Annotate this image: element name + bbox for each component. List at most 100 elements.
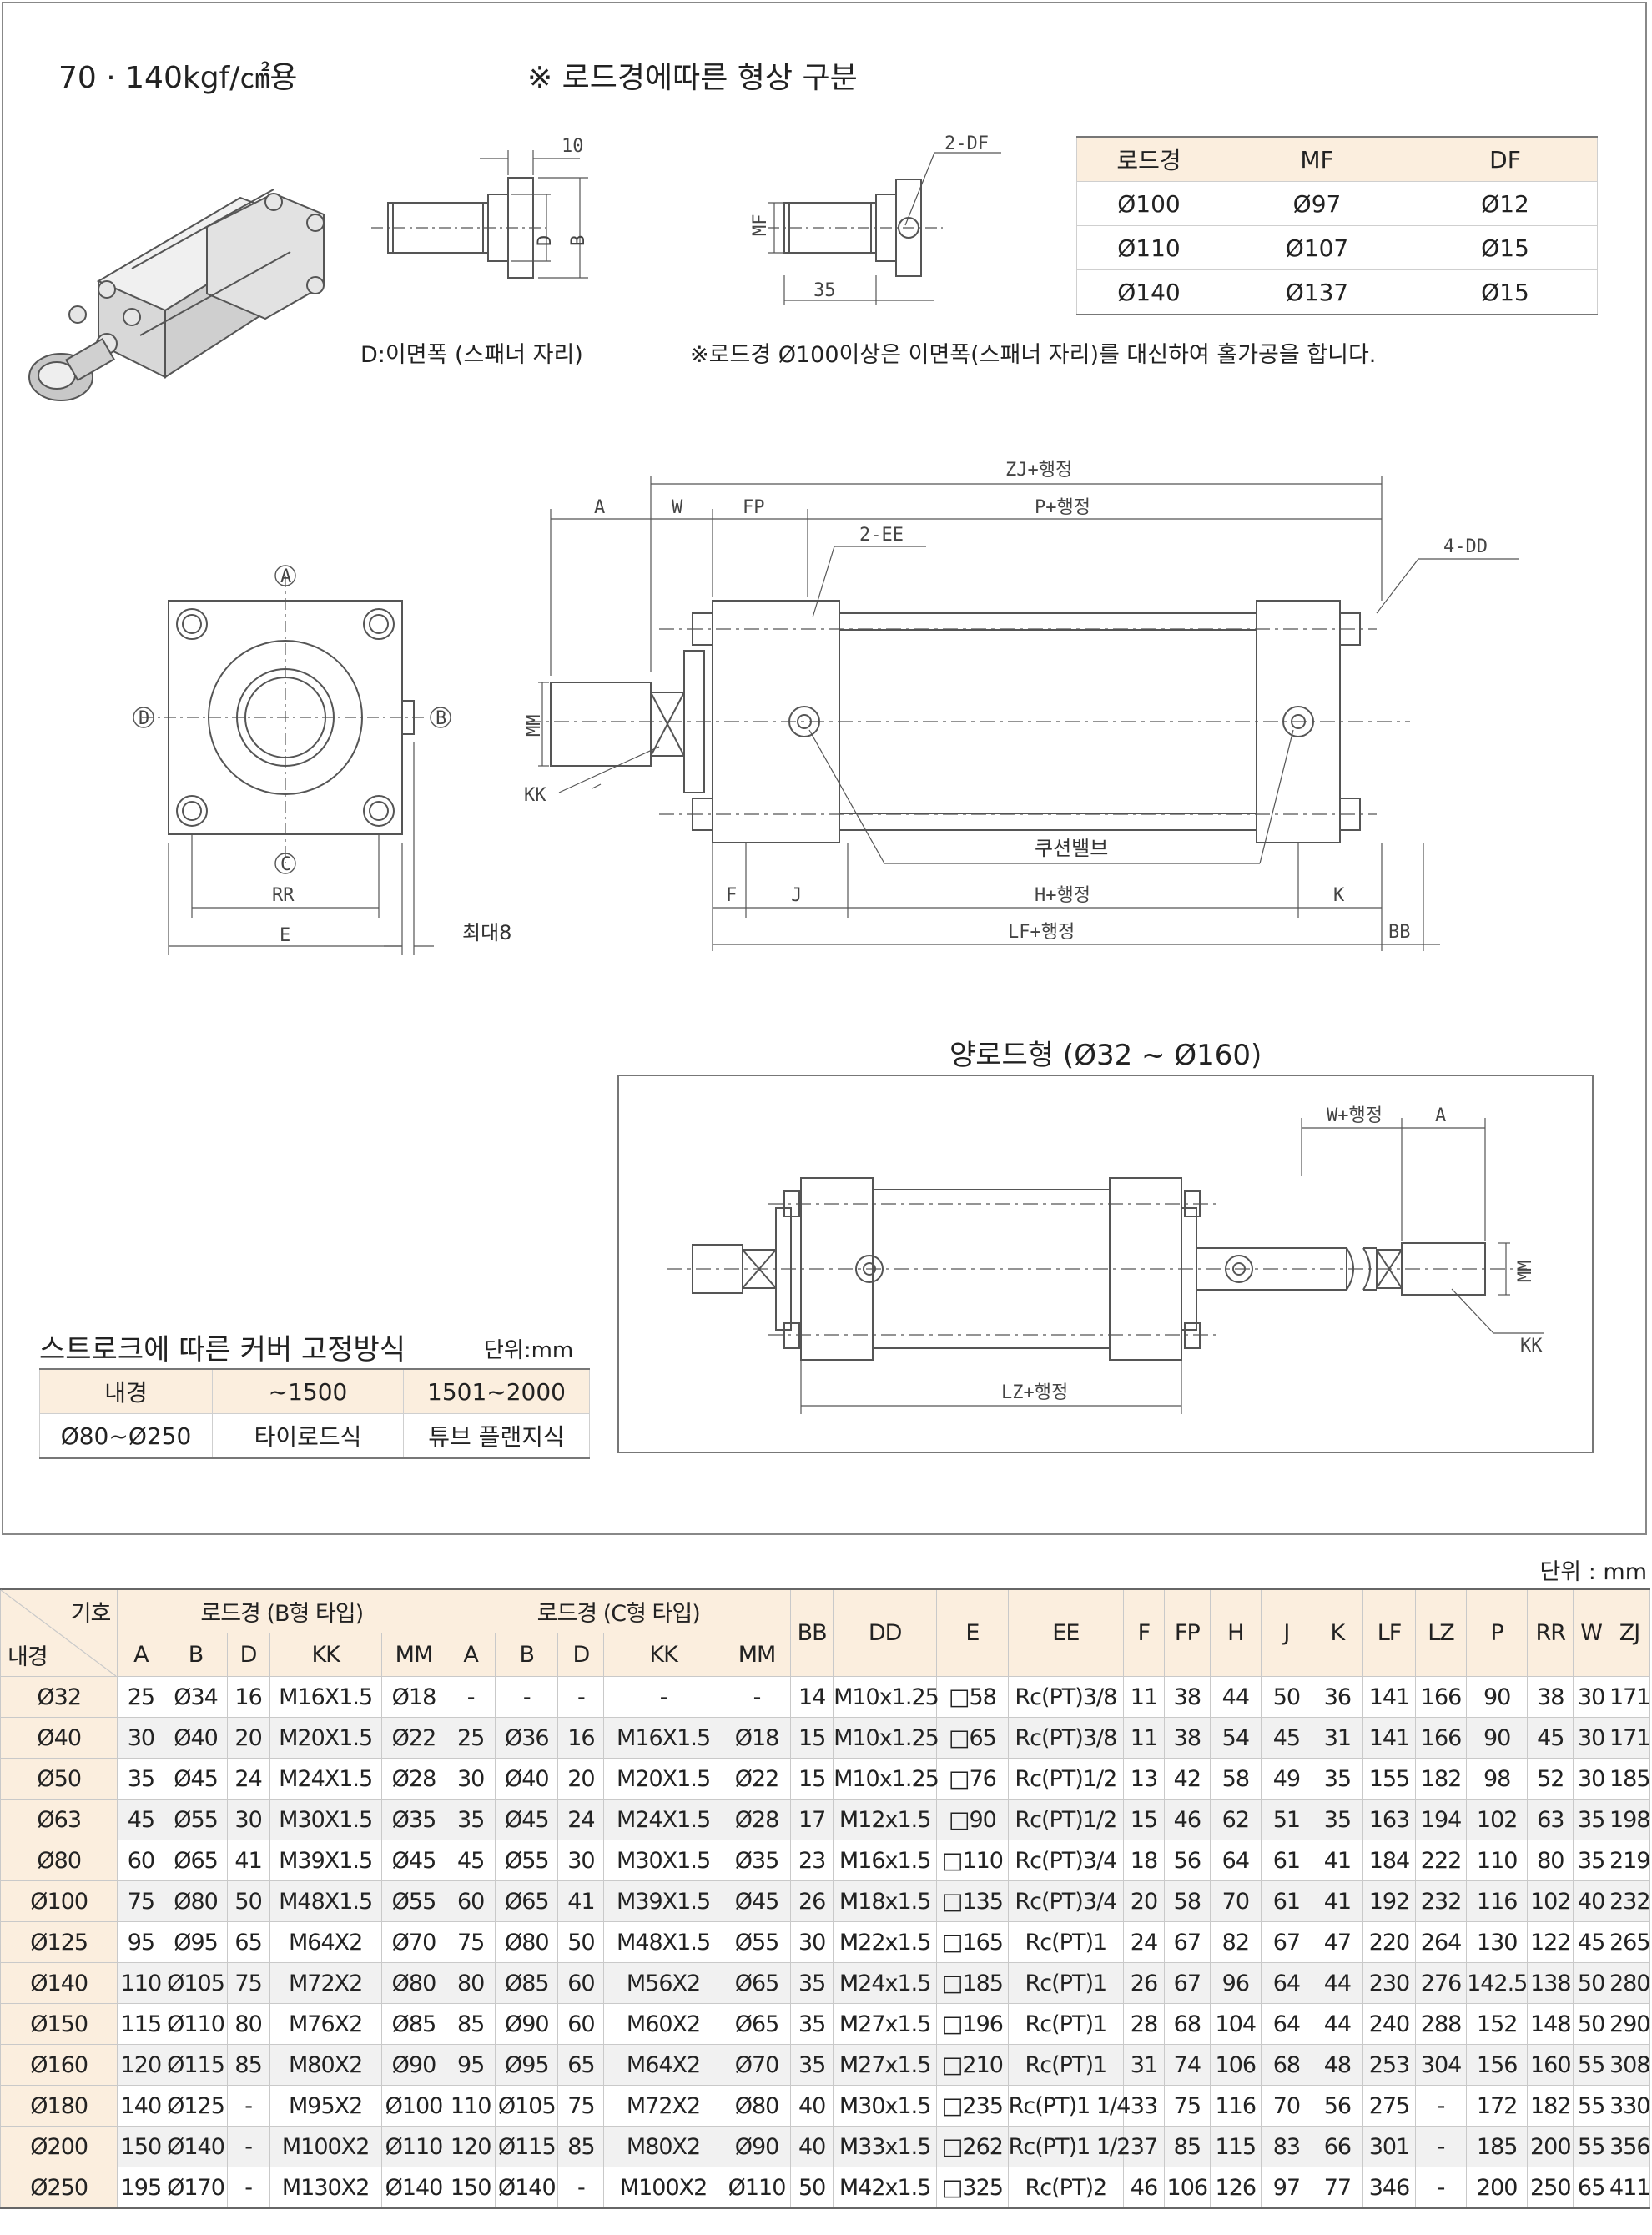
table-cell: 30: [557, 1840, 605, 1881]
bore-cell: Ø125: [0, 1921, 118, 1963]
table-cell: 60: [117, 1840, 165, 1881]
table-cell: 82: [1209, 1921, 1262, 1963]
table-cell: 35: [1311, 1758, 1363, 1800]
table-cell: 90: [1466, 1717, 1529, 1759]
table-cell: 45: [117, 1799, 165, 1840]
label-w: W+행정: [1327, 1105, 1383, 1126]
table-cell: Rc(PT)1/2: [1007, 1799, 1125, 1840]
table-cell: M48X1.5: [603, 1921, 723, 1963]
table-cell: Ø55: [722, 1921, 792, 1963]
table-cell: 24: [557, 1799, 605, 1840]
table-cell: 41: [557, 1880, 605, 1922]
sub-header-cell: MM: [380, 1633, 447, 1677]
table-cell: 64: [1260, 1962, 1312, 2004]
table-cell: M24X1.5: [603, 1799, 723, 1840]
table-header-row: 로드경 MF DF: [1076, 136, 1598, 182]
table-cell: -: [1415, 2126, 1468, 2167]
table-cell: 15: [1123, 1799, 1165, 1840]
table-cell: Rc(PT)3/4: [1007, 1840, 1125, 1881]
table-cell: Rc(PT)2: [1007, 2167, 1125, 2209]
table-cell: 276: [1415, 1962, 1468, 2004]
table-cell: -: [1415, 2085, 1468, 2127]
table-cell: 20: [557, 1758, 605, 1800]
table-cell: Ø18: [380, 1676, 447, 1718]
table-cell: Ø55: [380, 1880, 447, 1922]
table-cell: Rc(PT)1: [1007, 1921, 1125, 1963]
table-cell: Ø97: [1221, 181, 1413, 226]
table-cell: 31: [1311, 1717, 1363, 1759]
table-cell: □165: [936, 1921, 1009, 1963]
table-cell: M72X2: [603, 2085, 723, 2127]
table-cell: 74: [1163, 2044, 1211, 2086]
table-cell: 40: [790, 2126, 834, 2167]
table-cell: 171: [1608, 1717, 1651, 1759]
table-cell: 240: [1362, 2003, 1417, 2045]
table-cell: Ø140: [1076, 269, 1221, 315]
label-dd: 4-DD: [1443, 536, 1488, 557]
label-a: A: [280, 566, 291, 587]
table-cell: -: [1415, 2167, 1468, 2209]
table-cell: M42x1.5: [833, 2167, 938, 2209]
table-cell: 35: [1573, 1840, 1609, 1881]
table-cell: □76: [936, 1758, 1009, 1800]
table-cell: 219: [1608, 1840, 1651, 1881]
table-cell: 25: [446, 1717, 496, 1759]
sub-header-cell: A: [117, 1633, 165, 1677]
bore-cell: Ø180: [0, 2085, 118, 2127]
table-cell: 122: [1527, 1921, 1574, 1963]
table-cell: Rc(PT)3/8: [1007, 1717, 1125, 1759]
table-cell: Ø140: [164, 2126, 228, 2167]
table-cell: Ø110: [164, 2003, 228, 2045]
bore-cell: Ø140: [0, 1962, 118, 2004]
table-cell: 275: [1362, 2085, 1417, 2127]
sub-header-cell: D: [557, 1633, 605, 1677]
table-cell: M10x1.25: [833, 1676, 939, 1718]
table-cell: 67: [1260, 1921, 1312, 1963]
table-cell: 35: [446, 1799, 496, 1840]
table-cell: 166: [1415, 1676, 1468, 1718]
spec-title: 70 · 140kgf/㎠용: [58, 61, 298, 95]
table-cell: 67: [1163, 1962, 1211, 2004]
table-cell: Ø85: [495, 1962, 559, 2004]
table-cell: M16x1.5: [833, 1840, 938, 1881]
table-cell: 80: [1527, 1840, 1574, 1881]
sub-header-cell: B: [164, 1633, 228, 1677]
table-cell: Ø80: [380, 1962, 447, 2004]
table-cell: M16X1.5: [269, 1676, 382, 1718]
table-cell: 304: [1415, 2044, 1468, 2086]
table-cell: 120: [117, 2044, 165, 2086]
table-cell: □110: [936, 1840, 1009, 1881]
table-cell: 116: [1466, 1880, 1529, 1922]
header-cell: F: [1123, 1588, 1165, 1677]
table-cell: M33x1.5: [833, 2126, 938, 2167]
table-cell: 106: [1163, 2167, 1211, 2209]
table-cell: 60: [446, 1880, 496, 1922]
label-mm: MM: [1515, 1261, 1536, 1283]
table-cell: Ø85: [380, 2003, 447, 2045]
cover-title: 스트로크에 따른 커버 고정방식: [39, 1333, 406, 1367]
label-max8: 최대8: [462, 921, 511, 944]
header-cell: 로드경: [1076, 136, 1221, 182]
side-view-diagram: ZJ+행정 A W FP P+행정 2-EE 4-DD MM KK 쿠션밸브 F…: [524, 460, 1519, 951]
table-cell: 70: [1209, 1880, 1262, 1922]
table-cell: Ø15: [1413, 225, 1598, 270]
table-cell: 152: [1466, 2003, 1529, 2045]
label-cushion: 쿠션밸브: [1035, 837, 1108, 860]
table-cell: 55: [1573, 2126, 1609, 2167]
table-cell: 40: [790, 2085, 834, 2127]
table-cell: □325: [936, 2167, 1009, 2209]
table-cell: 155: [1362, 1758, 1417, 1800]
table-cell: 41: [226, 1840, 270, 1881]
table-cell: -: [226, 2085, 270, 2127]
table-cell: 30: [790, 1921, 834, 1963]
label-d: D: [139, 708, 149, 729]
label-a: A: [1435, 1105, 1446, 1126]
table-header-row: 내경 ~1500 1501~2000: [39, 1368, 590, 1414]
table-cell: 17: [790, 1799, 834, 1840]
table-cell: 30: [1573, 1717, 1609, 1759]
front-view-diagram: A C D B RR E 최대8: [133, 565, 511, 955]
bore-cell: Ø63: [0, 1799, 118, 1840]
table-cell: □90: [936, 1799, 1009, 1840]
